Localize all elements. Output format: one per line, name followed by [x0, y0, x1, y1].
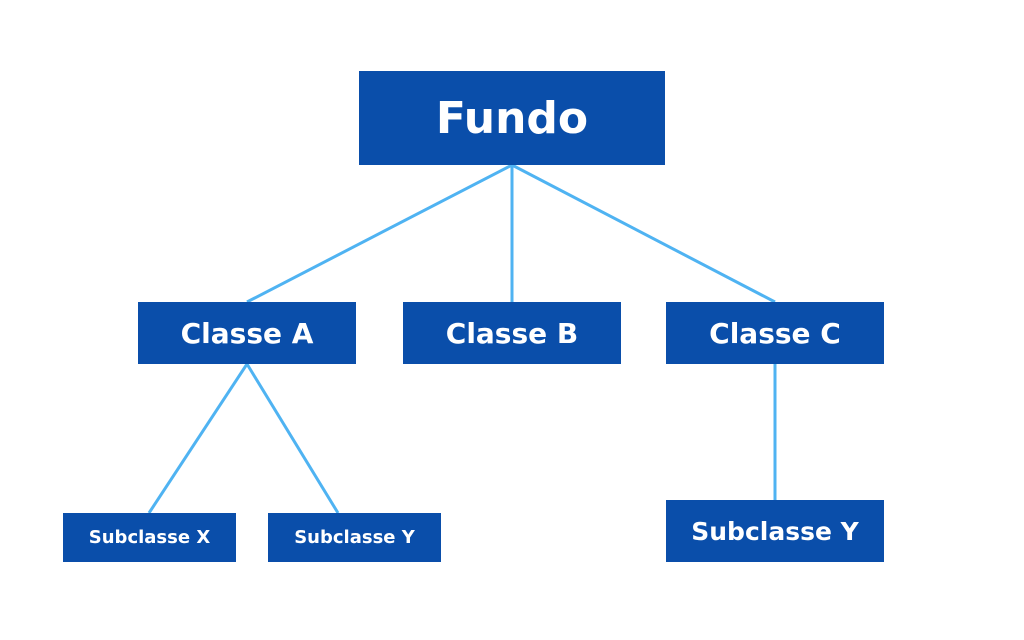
- node-subclasse-y-of-classe-a-label: Subclasse Y: [294, 527, 415, 548]
- connector-fundo-classe-c: [511, 163, 776, 304]
- node-classe-c: Classe C: [666, 302, 884, 364]
- node-fundo-label: Fundo: [435, 92, 589, 144]
- node-subclasse-y-of-classe-c-label: Subclasse Y: [691, 516, 859, 546]
- node-subclasse-x: Subclasse X: [63, 513, 236, 562]
- node-classe-b-label: Classe B: [445, 316, 579, 350]
- node-subclasse-y-of-classe-a: Subclasse Y: [268, 513, 441, 562]
- node-subclasse-y-of-classe-c: Subclasse Y: [666, 500, 884, 562]
- node-subclasse-x-label: Subclasse X: [88, 527, 211, 548]
- node-classe-b: Classe B: [403, 302, 621, 364]
- connector-classe-a-subclasse-x: [147, 363, 249, 514]
- node-classe-c-label: Classe C: [709, 316, 841, 350]
- connector-classe-a-subclasse-y: [245, 363, 340, 514]
- node-classe-a-label: Classe A: [180, 316, 314, 350]
- node-classe-a: Classe A: [138, 302, 356, 364]
- node-fundo: Fundo: [359, 71, 665, 165]
- connector-fundo-classe-a: [246, 163, 513, 304]
